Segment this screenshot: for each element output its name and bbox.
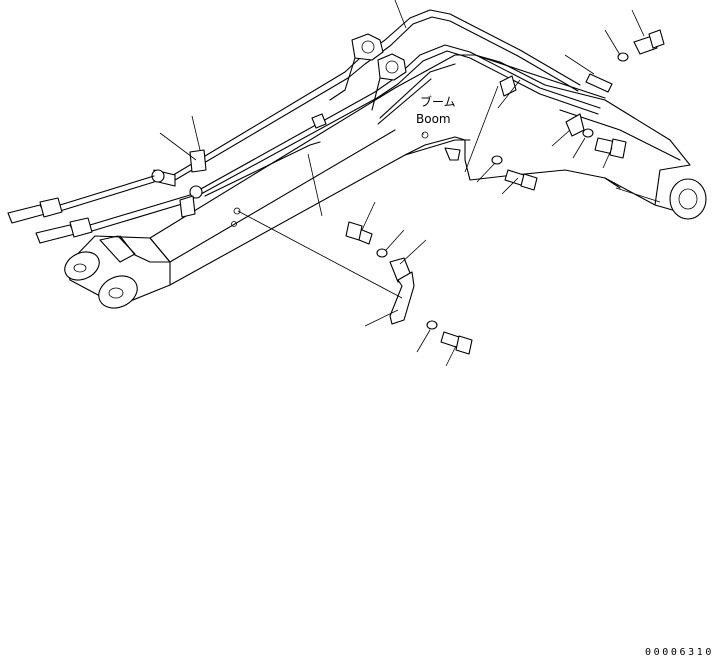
pipe-brackets <box>311 33 585 137</box>
boom-label-japanese: ブーム <box>420 94 456 109</box>
boom-label-english: Boom <box>416 112 451 126</box>
drawing-number: 00006310 <box>645 647 714 658</box>
hydraulic-pipes <box>7 9 601 244</box>
callout-leaders <box>159 0 661 367</box>
boom-body <box>64 54 707 309</box>
